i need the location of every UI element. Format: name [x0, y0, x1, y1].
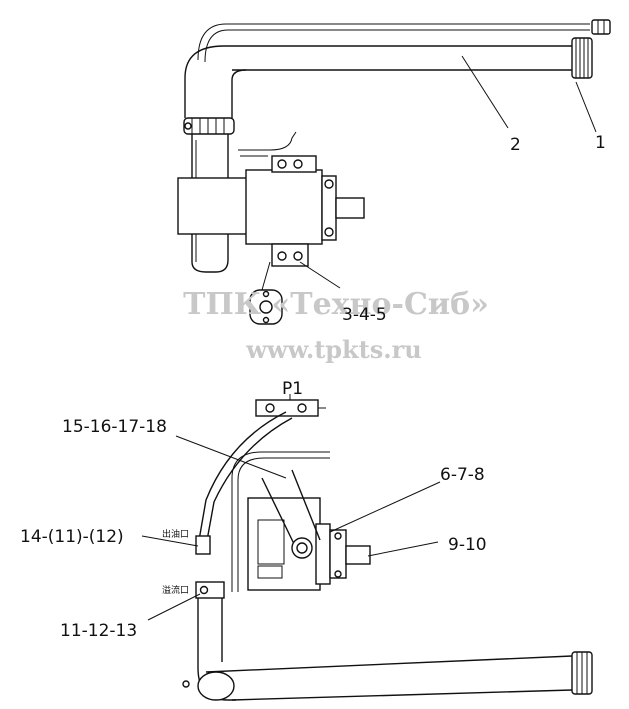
callout-15-16-17-18: 15-16-17-18	[62, 417, 167, 437]
hose-clamp	[183, 117, 235, 135]
watermark-url: www.tpkts.ru	[245, 335, 421, 364]
outlet-port-label: 出油口	[162, 528, 189, 540]
watermark-company: ТПК «Техно-Сиб»	[183, 287, 489, 322]
upper-tube	[184, 19, 611, 118]
callout-14-11-12: 14-(11)-(12)	[20, 527, 124, 547]
leader-14	[141, 535, 199, 547]
leader-1	[575, 81, 597, 133]
drain-port-label: 溢流口	[162, 584, 189, 596]
top-view	[177, 19, 611, 325]
thin-pipe	[231, 451, 330, 592]
pump-body-top	[177, 131, 365, 291]
leader-11-13	[147, 593, 201, 621]
return-pipe	[197, 411, 293, 547]
p1-fitting	[255, 394, 326, 417]
outlet-fitting	[195, 535, 225, 599]
leader-9-10	[367, 541, 439, 557]
watermark: ТПК «Техно-Сиб» www.tpkts.ru	[183, 287, 489, 364]
callout-1: 1	[595, 133, 606, 153]
leader-2	[461, 55, 509, 129]
callout-3-4-5: 3-4-5	[342, 305, 387, 325]
flange-part	[249, 289, 283, 325]
callout-6-7-8: 6-7-8	[440, 465, 485, 485]
pump-body-bottom	[247, 469, 371, 591]
callout-2: 2	[510, 135, 521, 155]
bottom-view	[141, 394, 593, 701]
callout-11-12-13: 11-12-13	[60, 621, 137, 641]
leader-6-7-8	[329, 481, 441, 533]
callout-p1: P1	[282, 379, 303, 399]
leader-3-4-5	[299, 261, 341, 289]
lower-suction-tube	[182, 598, 593, 701]
callout-9-10: 9-10	[448, 535, 487, 555]
leader-15-18	[175, 435, 287, 479]
